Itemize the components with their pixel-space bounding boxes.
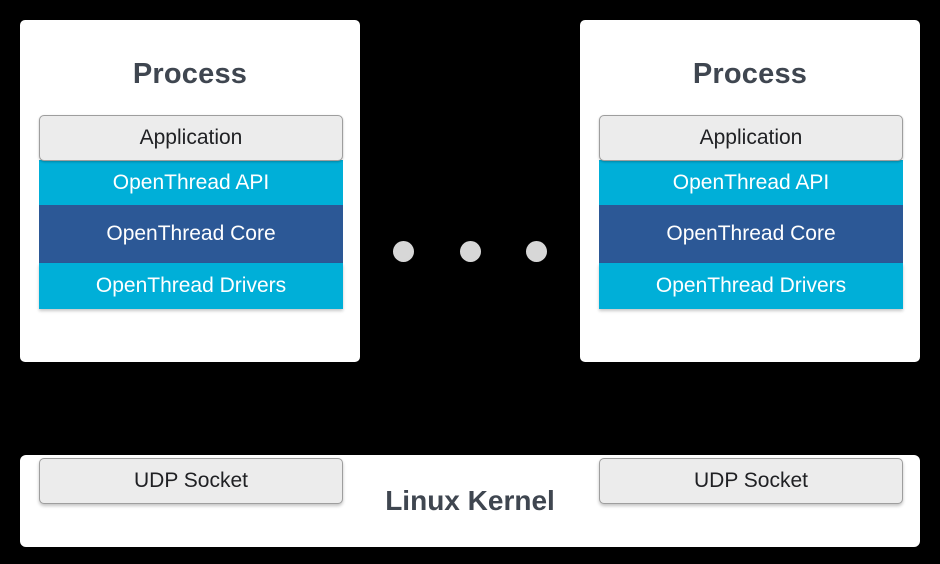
layer-openthread-api-left: OpenThread API [39, 160, 343, 205]
layer-stack-left: Application OpenThread API OpenThread Co… [39, 115, 343, 309]
ellipsis-dots-icon [393, 240, 547, 262]
process-panel-left: Process Application OpenThread API OpenT… [20, 20, 360, 362]
process-panel-right: Process Application OpenThread API OpenT… [580, 20, 920, 362]
process-title-right: Process [692, 58, 808, 90]
kernel-label: Linux Kernel [385, 485, 555, 516]
layer-openthread-api-right: OpenThread API [599, 160, 903, 205]
dot-2 [459, 240, 481, 262]
udp-socket-right: UDP Socket [599, 458, 903, 504]
layer-application-left: Application [39, 115, 343, 161]
layer-openthread-core-right: OpenThread Core [599, 205, 903, 263]
layer-openthread-drivers-right: OpenThread Drivers [599, 263, 903, 309]
layer-application-right: Application [599, 115, 903, 161]
dot-1 [393, 240, 414, 262]
layer-openthread-core-left: OpenThread Core [39, 205, 343, 263]
kernel-panel: Linux Kernel UDP Socket UDP Socket [20, 455, 920, 547]
process-title-left: Process [132, 58, 248, 90]
dot-3 [526, 240, 547, 262]
udp-socket-left: UDP Socket [39, 458, 343, 504]
layer-stack-right: Application OpenThread API OpenThread Co… [599, 115, 903, 309]
layer-openthread-drivers-left: OpenThread Drivers [39, 263, 343, 309]
